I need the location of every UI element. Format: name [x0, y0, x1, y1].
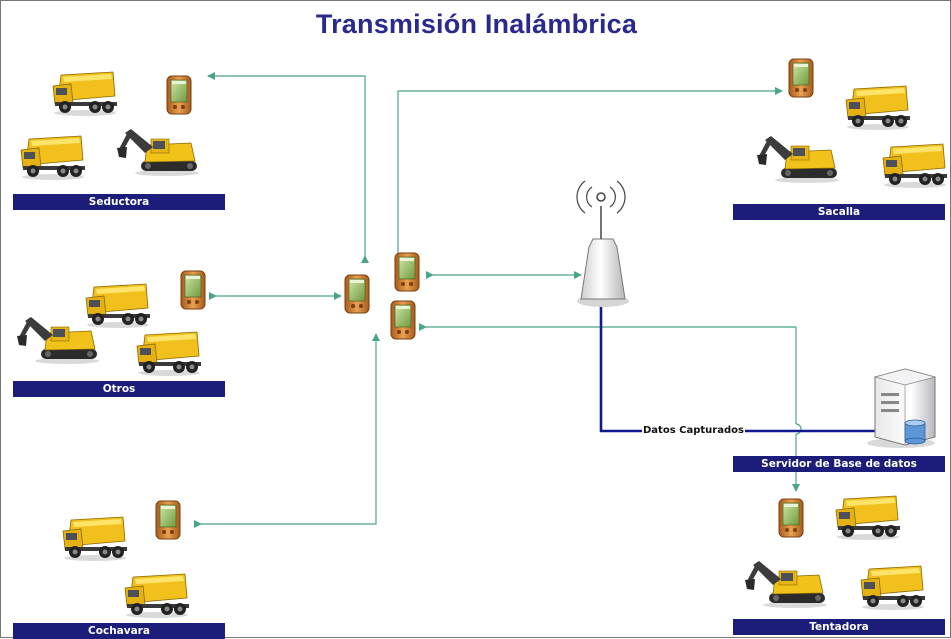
site-label-otros: Otros [13, 381, 225, 397]
dump-truck-icon [20, 135, 86, 181]
pda-icon [394, 252, 420, 292]
pda-icon [180, 270, 206, 310]
site-group-otros [16, 270, 206, 377]
site-label-seductora: Seductora [13, 194, 225, 210]
database-icon [904, 419, 926, 445]
excavator-icon [16, 316, 100, 365]
link-sacalla [394, 87, 783, 261]
pda-icon [166, 75, 192, 115]
diagram-title: Transmisión Inalámbrica [315, 9, 638, 39]
dump-truck-icon [124, 573, 190, 619]
dump-truck-icon [62, 516, 128, 562]
data-link-label: Datos Capturados [642, 425, 745, 437]
dump-truck-icon [52, 71, 118, 117]
pda-icon [788, 58, 814, 98]
dump-truck-icon [85, 283, 151, 329]
pda-icon [778, 498, 804, 538]
dump-truck-icon [845, 85, 911, 131]
pda-icon [155, 500, 181, 540]
pda-icon [390, 300, 416, 340]
dump-truck-icon [835, 495, 901, 541]
excavator-icon [116, 128, 200, 177]
site-label-cochavara: Cochavara [13, 623, 225, 639]
link-hop-arc [795, 423, 802, 435]
site-group-tentadora [744, 495, 926, 611]
pda-icon [344, 274, 370, 314]
antenna-tower-icon [576, 180, 629, 307]
site-group-cochavara [62, 500, 190, 619]
data-link-line [599, 301, 888, 437]
site-label-tentadora: Tentadora [733, 619, 945, 635]
central-pda-hub [344, 252, 420, 340]
dump-truck-icon [136, 331, 202, 377]
link-cochavara [194, 333, 380, 528]
site-group-sacalla [756, 58, 948, 189]
excavator-icon [756, 135, 840, 184]
wireless-links [194, 72, 802, 528]
site-label-sacalla: Sacalla [733, 204, 945, 220]
site-group-seductora [20, 71, 200, 181]
server-label: Servidor de Base de datos [733, 456, 945, 472]
dump-truck-icon [860, 565, 926, 611]
link-seductora [207, 72, 369, 263]
excavator-icon [744, 560, 828, 609]
dump-truck-icon [882, 143, 948, 189]
